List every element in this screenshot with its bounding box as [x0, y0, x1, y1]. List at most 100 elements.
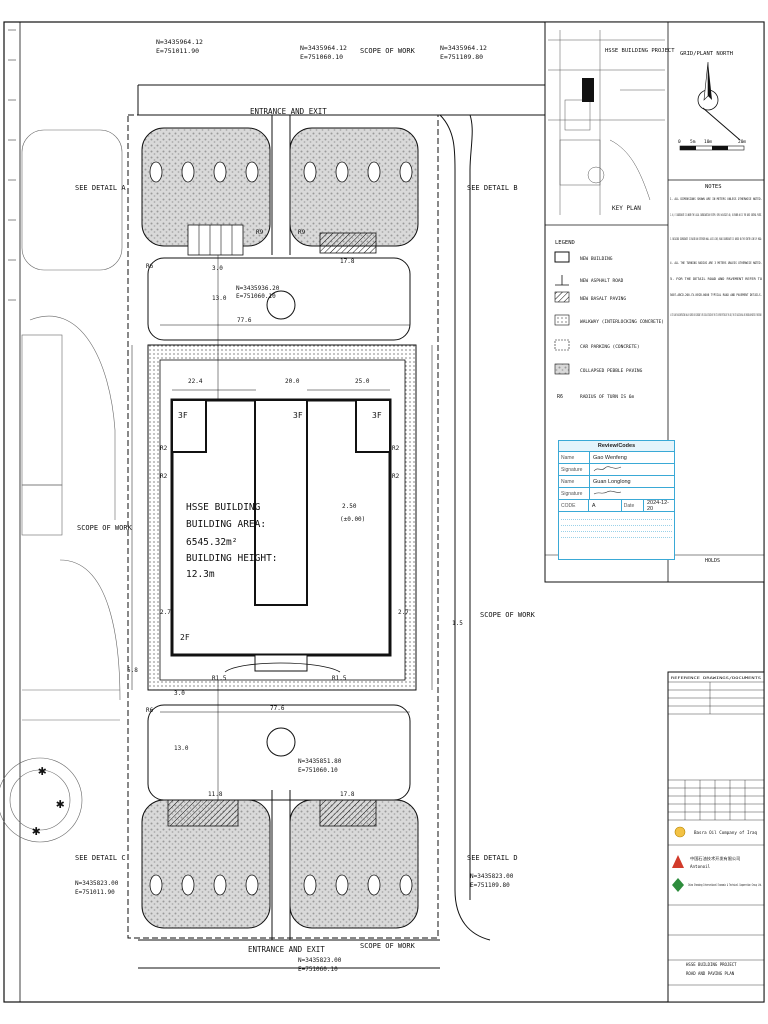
coord-6-n: N=3435823.00 [75, 880, 119, 887]
legend-title: LEGEND [555, 240, 575, 246]
notes-title: NOTES [705, 184, 722, 190]
dim-17-8-top: 17.8 [340, 258, 355, 265]
scope-label-bottom: SCOPE OF WORK [360, 942, 416, 950]
upper-roundabout [266, 290, 296, 320]
existing-star-2: ✱ [56, 796, 65, 812]
dim-1-5: 1.5 [452, 620, 463, 627]
legend-radius-symbol: R6 [557, 394, 563, 400]
dim-22-4: 22.4 [188, 378, 203, 385]
coord-8-e: E=751060.10 [298, 966, 338, 973]
building-height-label: BUILDING HEIGHT: [186, 553, 278, 564]
coord-2-n: N=3435964.12 [300, 44, 347, 52]
see-detail-d: SEE DETAIL D [467, 854, 518, 862]
company-1-cn: 中国石油技术开发有限公司 [690, 855, 740, 862]
antonoil-logo-icon [672, 855, 684, 868]
dim-r9-1: R9 [256, 229, 264, 236]
scope-label-left: SCOPE OF WORK [77, 524, 133, 532]
parking-stalls-top-left [187, 224, 244, 256]
title-block [667, 671, 765, 1003]
legend-item-1: NEW BUILDING [580, 256, 613, 262]
reviewer-name: Gao Wenfeng [593, 454, 627, 461]
building-core [254, 399, 308, 606]
dim-25-0: 25.0 [355, 378, 370, 385]
entrance-bottom-label: ENTRANCE AND EXIT [248, 945, 325, 954]
dim-13-0-top: 13.0 [212, 295, 227, 302]
dim-r6-1: R6 [146, 263, 154, 270]
scale-5: 5m [690, 139, 696, 145]
dim-2-7-left: 2.7 [160, 609, 171, 616]
dim-77-6-bottom: 77.6 [270, 705, 285, 712]
dim-r2-3: R2 [392, 445, 400, 452]
note-7: 6. SITE LAYOUT AND CONSTRUCTION SHALL BE… [670, 313, 762, 317]
existing-star-1: ✱ [38, 763, 47, 779]
note-1: 1. ALL DIMENSIONS SHOWN ARE IN METERS UN… [670, 197, 762, 201]
review-row: Signature [559, 464, 674, 476]
scale-0: 0 [678, 139, 681, 145]
approver-name: Guan Longlong [593, 478, 631, 485]
entrance-top-label: ENTRANCE AND EXIT [250, 107, 327, 116]
building-area-value: 6545.32m² [186, 537, 237, 548]
drawing-title: ROAD AND PAVING PLAN [686, 971, 735, 976]
dim-13-0-bottom: 13.0 [174, 745, 189, 752]
elevation-bottom: (±0.00) [340, 516, 365, 523]
key-plan-project-label: HSSE BUILDING PROJECT [605, 48, 675, 54]
coord-3-n: N=3435964.12 [440, 44, 487, 52]
legend-basalt-swatch [554, 291, 570, 303]
legend-asphalt-swatch [555, 275, 569, 286]
floor-3f-center: 3F [293, 411, 303, 420]
client-logo-icon [674, 826, 686, 838]
dim-2-7-right: 2.7 [398, 609, 409, 616]
dim-r2-4: R2 [392, 473, 400, 480]
scope-label-top: SCOPE OF WORK [360, 47, 416, 55]
project-name: HSSE BUILDING PROJECT [686, 962, 737, 967]
dim-r9-2: R9 [298, 229, 306, 236]
existing-buildings-left [0, 129, 123, 843]
coord-1-e: E=751011.90 [156, 47, 199, 55]
building-wing-right [355, 399, 391, 453]
coord-4-n: N=3435936.20 [236, 285, 280, 292]
legend-walkway-swatch [554, 314, 570, 326]
parking-hatch-top-right [319, 232, 377, 254]
floor-3f-right: 3F [372, 411, 382, 420]
note-3: 3. BUILDING COORDINATE IS BASED ON EXTER… [670, 237, 762, 241]
north-arrow-icon [697, 61, 741, 141]
coord-7-n: N=3435823.00 [470, 873, 514, 880]
legend-pebble-swatch [554, 363, 570, 375]
coord-4-e: E=751060.10 [236, 293, 276, 300]
review-header: Review/Codes [559, 441, 674, 452]
floor-3f-left: 3F [178, 411, 188, 420]
legend-item-2: NEW ASPHALT ROAD [580, 278, 624, 284]
coord-8-n: N=3435823.00 [298, 957, 342, 964]
coord-6-e: E=751011.90 [75, 889, 115, 896]
dim-77-6-top: 77.6 [237, 317, 252, 324]
floor-2f: 2F [180, 633, 190, 642]
legend-item-4: WALKWAY (INTERLOCKING CONCRETE) [580, 319, 664, 325]
elevation-top: 2.50 [342, 503, 357, 510]
right-road [439, 114, 491, 941]
key-plan-title: KEY PLAN [612, 205, 641, 212]
lower-loop-road [147, 704, 411, 801]
building-area-label: BUILDING AREA: [186, 519, 266, 530]
note-4: 4. ALL THE TURNING RADIUS ARE 3 METERS U… [670, 261, 762, 265]
dim-3-0-top: 3.0 [212, 265, 223, 272]
approver-signature [590, 489, 623, 499]
dim-r2-2: R2 [160, 473, 168, 480]
see-detail-a: SEE DETAIL A [75, 184, 126, 192]
central-drive-bottom [271, 790, 291, 940]
dim-17-8-bottom: 17.8 [340, 791, 355, 798]
legend-item-3: NEW BASALT PAVING [580, 296, 626, 302]
coord-3-e: E=751109.80 [440, 53, 483, 61]
bottom-road [138, 939, 440, 969]
company-2: China Shandong International Economic & … [688, 883, 762, 887]
holds-title: HOLDS [705, 558, 720, 564]
dim-r1-5-left: R1.5 [212, 675, 227, 682]
coord-5-e: E=751060.10 [298, 767, 338, 774]
coord-2-e: E=751060.10 [300, 53, 343, 61]
left-margin-marks [8, 29, 16, 301]
scale-bar [679, 145, 745, 151]
parking-hatch-bottom-left [167, 799, 239, 827]
note-5: 5. FOR THE DETAIL ROAD AND PAVEMENT REFE… [670, 277, 762, 281]
